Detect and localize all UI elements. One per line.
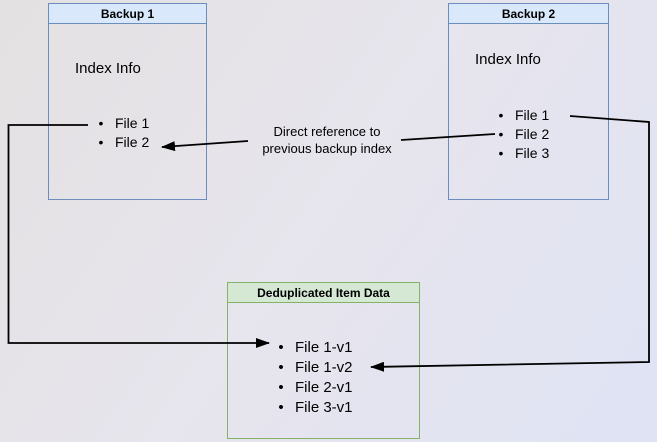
backup-2-index-info-label: Index Info [475,51,541,68]
list-item: • File 2-v1 [274,378,353,398]
direct-reference-edge-label: Direct reference to previous backup inde… [238,123,416,157]
backup-1-file-1: File 1 [115,115,150,131]
node-dedup-header: Deduplicated Item Data [228,283,419,303]
dedup-file-2-v1: File 2-v1 [295,379,353,396]
backup-2-file-list: • File 1 • File 2 • File 3 [494,106,550,163]
bullet-icon: • [278,399,284,416]
bullet-icon: • [498,126,504,142]
node-deduplicated-item-data: Deduplicated Item Data • File 1-v1 • Fil… [227,282,420,439]
dedup-file-1-v1: File 1-v1 [295,339,353,356]
node-dedup-title: Deduplicated Item Data [257,285,390,300]
backup-2-file-2: File 2 [515,126,550,142]
node-backup-2: Backup 2 Index Info • File 1 • File 2 • … [448,3,609,200]
list-item: • File 3 [494,144,550,163]
node-backup-2-header: Backup 2 [449,4,608,24]
list-item: • File 2 [94,133,150,152]
node-backup-1: Backup 1 Index Info • File 1 • File 2 [48,3,207,200]
list-item: • File 1 [94,114,150,133]
edge-label-line-1: Direct reference to [273,124,381,139]
backup-1-file-2: File 2 [115,134,150,150]
node-backup-1-header: Backup 1 [49,4,206,24]
bullet-icon: • [498,145,504,161]
bullet-icon: • [98,115,104,131]
dedup-file-3-v1: File 3-v1 [295,399,353,416]
backup-1-index-info-label: Index Info [75,60,141,77]
list-item: • File 3-v1 [274,398,353,418]
edge-label-line-2: previous backup index [262,141,392,156]
list-item: • File 1 [494,106,550,125]
bullet-icon: • [498,107,504,123]
bullet-icon: • [278,359,284,376]
bullet-icon: • [98,134,104,150]
list-item: • File 2 [494,125,550,144]
list-item: • File 1-v2 [274,358,353,378]
dedup-file-1-v2: File 1-v2 [295,359,353,376]
node-backup-2-title: Backup 2 [501,6,556,21]
backup-2-file-3: File 3 [515,145,550,161]
bullet-icon: • [278,339,284,356]
list-item: • File 1-v1 [274,338,353,358]
bullet-icon: • [278,379,284,396]
node-backup-1-title: Backup 1 [100,6,155,21]
backup-1-file-list: • File 1 • File 2 [94,114,150,152]
dedup-file-list: • File 1-v1 • File 1-v2 • File 2-v1 • Fi… [274,338,353,418]
backup-2-file-1: File 1 [515,107,550,123]
